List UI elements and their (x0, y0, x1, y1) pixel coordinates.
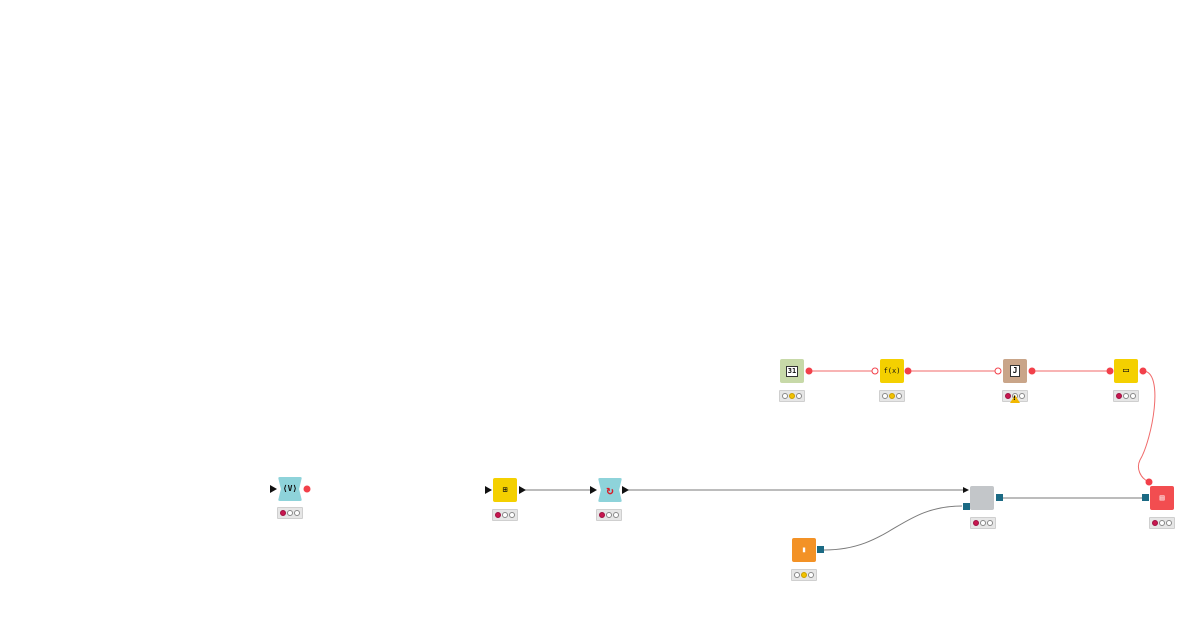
flow-variable-in-port[interactable] (994, 367, 1002, 375)
data-connection[interactable] (823, 505, 963, 551)
status-dot (973, 520, 979, 526)
data-in-port[interactable] (590, 486, 597, 494)
data-out-port[interactable] (519, 486, 526, 494)
node-status-traffic-light (970, 517, 996, 529)
node-status-traffic-light (492, 509, 518, 521)
node-status-traffic-light (1113, 390, 1139, 402)
flow-variable-out-port[interactable] (1139, 367, 1147, 375)
status-dot (801, 572, 807, 578)
flow-variable-in-port[interactable] (1106, 367, 1114, 375)
node-date-input[interactable]: 31 (780, 359, 804, 383)
data-in-port[interactable] (963, 487, 969, 493)
date-input-icon: 31 (785, 365, 799, 377)
flow-variable-out-port[interactable] (805, 367, 813, 375)
node-java-snippet-variable[interactable]: J (1003, 359, 1027, 383)
flow-variable-in-port[interactable] (1145, 478, 1153, 486)
status-dot (495, 512, 501, 518)
flow-variable-connection[interactable] (1137, 370, 1156, 483)
status-dot (294, 510, 300, 516)
status-dot (509, 512, 515, 518)
status-dot (980, 520, 986, 526)
node-metanode[interactable] (970, 486, 994, 510)
data-in-port[interactable] (963, 503, 970, 510)
status-dot (613, 512, 619, 518)
node-report-writer[interactable]: ▤ (1150, 486, 1174, 510)
status-dot (502, 512, 508, 518)
status-dot (889, 393, 895, 399)
data-in-port[interactable] (1142, 494, 1149, 501)
flow-variable-in-port[interactable] (871, 367, 879, 375)
node-file-reader[interactable]: ▮ (792, 538, 816, 562)
flow-variable-out-port[interactable] (303, 485, 311, 493)
data-out-port[interactable] (622, 486, 629, 494)
node-loop[interactable]: ↻ (598, 478, 622, 502)
status-dot (1166, 520, 1172, 526)
node-status-traffic-light (791, 569, 817, 581)
math-formula-variable-icon: f(x) (883, 366, 901, 375)
report-writer-icon: ▤ (1159, 493, 1165, 502)
variable-to-table-icon: ▭ (1122, 365, 1130, 376)
status-dot (896, 393, 902, 399)
flow-variable-out-port[interactable] (1028, 367, 1036, 375)
connections (520, 370, 1156, 551)
status-dot (789, 393, 795, 399)
status-dot (987, 520, 993, 526)
java-snippet-variable-icon: J (1009, 365, 1021, 377)
node-math-formula-variable[interactable]: f(x) (880, 359, 904, 383)
status-dot (1123, 393, 1129, 399)
status-dot (287, 510, 293, 516)
status-dot (599, 512, 605, 518)
string-input-icon: ⟨V⟩ (282, 484, 298, 493)
data-in-port[interactable] (270, 485, 277, 493)
node-status-traffic-light (779, 390, 805, 402)
data-out-port[interactable] (817, 546, 824, 553)
warning-icon[interactable] (1010, 395, 1020, 403)
node-column-filter[interactable]: ⊞ (493, 478, 517, 502)
status-dot (1116, 393, 1122, 399)
loop-icon: ↻ (606, 483, 614, 497)
flow-variable-out-port[interactable] (904, 367, 912, 375)
status-dot (1152, 520, 1158, 526)
status-dot (882, 393, 888, 399)
node-status-traffic-light (596, 509, 622, 521)
node-status-traffic-light (879, 390, 905, 402)
status-dot (1159, 520, 1165, 526)
status-dot (1130, 393, 1136, 399)
node-status-traffic-light (277, 507, 303, 519)
status-dot (794, 572, 800, 578)
data-in-port[interactable] (485, 486, 492, 494)
status-dot (808, 572, 814, 578)
column-filter-icon: ⊞ (502, 485, 508, 494)
node-variable-to-table[interactable]: ▭ (1114, 359, 1138, 383)
node-status-traffic-light (1149, 517, 1175, 529)
node-string-input[interactable]: ⟨V⟩ (278, 477, 302, 501)
status-dot (796, 393, 802, 399)
data-out-port[interactable] (996, 494, 1003, 501)
status-dot (782, 393, 788, 399)
status-dot (280, 510, 286, 516)
file-reader-icon: ▮ (801, 545, 807, 554)
ports (270, 367, 1153, 553)
status-dot (606, 512, 612, 518)
